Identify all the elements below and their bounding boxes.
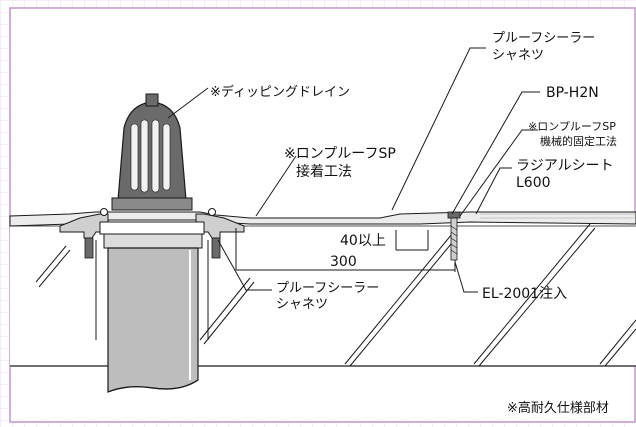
leader-lines bbox=[167, 47, 540, 293]
label-proof-sealer-bottom-line2: シャネツ bbox=[276, 297, 328, 312]
strainer-slots bbox=[130, 119, 171, 193]
drain-flange bbox=[59, 208, 245, 259]
label-proof-sealer-top-line2: シャネツ bbox=[492, 48, 544, 63]
label-footnote: ※高耐久仕様部材 bbox=[507, 400, 609, 416]
dipping-drain-strainer bbox=[111, 93, 193, 211]
drain-pipe bbox=[95, 233, 209, 393]
fastener-threads bbox=[450, 225, 458, 255]
label-el-2001: EL-2001注入 bbox=[482, 286, 567, 302]
label-ron-proof-adhesive-line1: ※ロンプルーフSP bbox=[284, 146, 396, 162]
label-bp-h2n: BP-H2N bbox=[546, 85, 599, 101]
label-dipping-drain: ※ディッピングドレイン bbox=[210, 84, 350, 100]
radial-sheet-texture bbox=[480, 213, 636, 219]
label-radial-sheet-line1: ラジアルシート bbox=[516, 158, 614, 174]
label-proof-sealer-bottom-line1: プルーフシーラー bbox=[276, 281, 379, 296]
label-proof-sealer-top-line1: プルーフシーラー bbox=[492, 31, 595, 46]
label-radial-sheet-line2: L600 bbox=[516, 175, 551, 191]
label-ron-proof-adhesive-line2: 接着工法 bbox=[296, 163, 352, 180]
label-dimension-300: 300 bbox=[330, 254, 357, 270]
label-mechanical-fixing-line1: ※ロンプルーフSP bbox=[528, 120, 616, 133]
mechanical-fastener bbox=[447, 211, 461, 261]
label-dimension-40: 40以上 bbox=[340, 233, 386, 249]
label-mechanical-fixing-line2: 機械的固定工法 bbox=[540, 134, 617, 148]
